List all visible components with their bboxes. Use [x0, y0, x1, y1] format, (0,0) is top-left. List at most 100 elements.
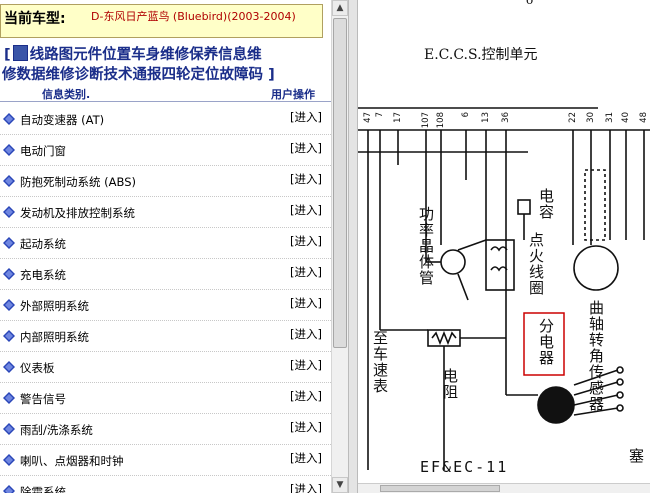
label-right-edge: 火花塞 [627, 448, 650, 480]
section-nav: [ 线路图元件位置车身维修保养信息维 修数据维修诊断技术通报四轮定位故障码 ] [0, 42, 331, 84]
diagram-page-code: EF&EC-11 [420, 458, 509, 476]
category-row: 外部照明系统 [进入] [0, 290, 331, 321]
diamond-pen-icon [3, 392, 15, 404]
pin-number: 17 [393, 112, 403, 123]
category-list: 自动变速器 (AT)[进入]电动门窗[进入]防抱死制动系统 (ABS)[进入]发… [0, 104, 331, 493]
category-row: 起动系统 [进入] [0, 228, 331, 259]
category-name[interactable]: 仪表板 [20, 361, 55, 375]
diagram-title: E.C.C.S.控制单元 [424, 47, 538, 63]
category-row: 除霜系统 [进入] [0, 476, 331, 493]
wiring-diagram-drawing [358, 107, 650, 470]
category-name[interactable]: 电动门窗 [20, 144, 66, 158]
category-row: 防抱死制动系统 (ABS) [进入] [0, 166, 331, 197]
diamond-pen-icon [3, 206, 15, 218]
pin-number: 22 [568, 112, 578, 123]
diagram-top-fragment: o [526, 0, 534, 7]
pane-splitter[interactable] [348, 0, 358, 493]
category-name[interactable]: 防抱死制动系统 (ABS) [20, 175, 136, 189]
pin-number: 36 [501, 112, 511, 123]
scroll-thumb[interactable] [333, 18, 347, 348]
left-pane-scrollbar[interactable]: ▲ ▼ [331, 0, 348, 493]
label-speedometer: 至车速表 [371, 330, 389, 394]
enter-link[interactable]: [进入] [290, 451, 322, 465]
pin-number: 107 [421, 112, 431, 129]
pin-number: 40 [621, 112, 631, 123]
diamond-pen-icon [3, 268, 15, 280]
enter-link[interactable]: [进入] [290, 110, 322, 124]
enter-link[interactable]: [进入] [290, 482, 322, 493]
column-header-action: 用户操作 [271, 88, 315, 101]
column-header-category: 信息类别. [42, 88, 91, 101]
category-row: 喇叭、点烟器和时钟 [进入] [0, 445, 331, 476]
nav-open-bracket: [ [4, 47, 11, 63]
enter-link[interactable]: [进入] [290, 327, 322, 341]
category-name[interactable]: 警告信号 [20, 392, 66, 406]
category-name[interactable]: 雨刮/洗涤系统 [20, 423, 93, 437]
horizontal-scroll-thumb[interactable] [380, 485, 500, 492]
left-pane: 当前车型: D-东风日产蓝鸟 (Bluebird)(2003-2004) [ 线路… [0, 4, 331, 493]
enter-link[interactable]: [进入] [290, 420, 322, 434]
pin-number: 6 [461, 112, 471, 118]
header-divider [0, 101, 331, 102]
category-name[interactable]: 外部照明系统 [20, 299, 89, 313]
category-name[interactable]: 自动变速器 (AT) [20, 113, 105, 127]
category-row: 发动机及排放控制系统 [进入] [0, 197, 331, 228]
diamond-pen-icon [3, 299, 15, 311]
category-name[interactable]: 喇叭、点烟器和时钟 [20, 454, 124, 468]
label-power-transistor: 功率晶体管 [417, 206, 435, 286]
label-ignition-coil: 点火线圈 [527, 232, 545, 296]
diagram-horizontal-scrollbar[interactable] [358, 483, 650, 493]
label-resistor: 电阻 [441, 368, 459, 400]
category-row: 自动变速器 (AT) [进入] [0, 104, 331, 135]
book-icon [12, 45, 28, 61]
scroll-down-arrow-icon[interactable]: ▼ [332, 477, 348, 493]
nav-line-2: 修数据维修诊断技术通报四轮定位故障码 ] [2, 63, 275, 84]
category-name[interactable]: 充电系统 [20, 268, 66, 282]
current-car-box: 当前车型: D-东风日产蓝鸟 (Bluebird)(2003-2004) [0, 4, 323, 38]
diamond-pen-icon [3, 113, 15, 125]
diamond-pen-icon [3, 454, 15, 466]
category-name[interactable]: 内部照明系统 [20, 330, 89, 344]
distributor-highlight [523, 312, 565, 376]
category-row: 仪表板 [进入] [0, 352, 331, 383]
category-name[interactable]: 起动系统 [20, 237, 66, 251]
diamond-pen-icon [3, 423, 15, 435]
diamond-pen-icon [3, 144, 15, 156]
category-row: 内部照明系统 [进入] [0, 321, 331, 352]
enter-link[interactable]: [进入] [290, 389, 322, 403]
pin-number: 108 [436, 112, 446, 129]
label-capacitor: 电容 [537, 188, 555, 220]
nav-links-row-1[interactable]: 线路图元件位置车身维修保养信息维 [29, 47, 262, 63]
category-name[interactable]: 除霜系统 [20, 485, 66, 493]
category-row: 警告信号 [进入] [0, 383, 331, 414]
wiring-diagram-pane: o E.C.C.S.控制单元 [358, 0, 650, 493]
pin-number: 48 [639, 112, 649, 123]
enter-link[interactable]: [进入] [290, 265, 322, 279]
enter-link[interactable]: [进入] [290, 203, 322, 217]
pin-number: 13 [481, 112, 491, 123]
pin-number: 7 [375, 112, 385, 118]
car-label: 当前车型: [4, 11, 66, 27]
enter-link[interactable]: [进入] [290, 234, 322, 248]
enter-link[interactable]: [进入] [290, 358, 322, 372]
label-crank-sensor: 曲轴转角传感器 [587, 300, 605, 412]
diamond-pen-icon [3, 237, 15, 249]
enter-link[interactable]: [进入] [290, 172, 322, 186]
diamond-pen-icon [3, 175, 15, 187]
diamond-pen-icon [3, 330, 15, 342]
nav-close-bracket: ] [268, 67, 275, 83]
pin-number: 31 [605, 112, 615, 123]
enter-link[interactable]: [进入] [290, 141, 322, 155]
category-row: 电动门窗 [进入] [0, 135, 331, 166]
diamond-pen-icon [3, 361, 15, 373]
enter-link[interactable]: [进入] [290, 296, 322, 310]
nav-links-row-2[interactable]: 修数据维修诊断技术通报四轮定位故障码 [2, 67, 263, 83]
pin-number: 30 [586, 112, 596, 123]
category-name[interactable]: 发动机及排放控制系统 [20, 206, 135, 220]
diamond-pen-icon [3, 485, 15, 493]
nav-line-1: [ 线路图元件位置车身维修保养信息维 [4, 43, 262, 64]
scroll-up-arrow-icon[interactable]: ▲ [332, 0, 348, 16]
category-row: 充电系统 [进入] [0, 259, 331, 290]
car-model-value: D-东风日产蓝鸟 (Bluebird)(2003-2004) [91, 10, 296, 23]
label-distributor: 分电器 [537, 318, 555, 366]
